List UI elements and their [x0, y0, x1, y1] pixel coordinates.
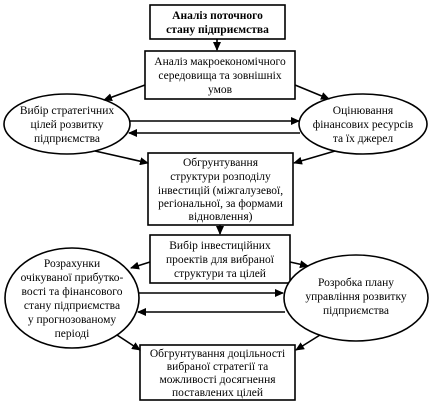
arrow-n2-n4: [294, 84, 330, 100]
node-financial-resources-line-3: та їх джерел: [333, 133, 394, 145]
node-financial-resources-line-2: фінансових ресурсів: [313, 119, 414, 131]
arrow-n6-n8: [289, 260, 309, 269]
node-strategic-goals: Вибір стратегічних цілей розвитку підпри…: [3, 93, 131, 155]
node-strategic-goals-line-2: цілей розвитку: [30, 119, 103, 131]
node-investment-structure-line-4: регіональної, за формами: [158, 198, 283, 210]
node-macro-analysis: Аналіз макроекономічного середовища та з…: [144, 50, 296, 100]
node-profitability-calc-line-4: стану підприємства: [24, 300, 120, 312]
node-project-selection: Вибір інвестиційних проектів для вибрано…: [149, 234, 291, 284]
node-profitability-calc-line-1: Розрахунки: [44, 258, 100, 270]
node-project-selection-line-3: структури та цілей: [174, 268, 266, 280]
node-investment-structure: Обгрунтування структури розподілу інвест…: [147, 152, 294, 226]
node-strategy-justification-line-3: можливості досягнення: [159, 374, 276, 386]
node-project-selection-line-2: проектів для вибраної: [166, 254, 275, 266]
node-development-plan: Розробка плану управління розвитку підпр…: [283, 254, 429, 342]
node-macro-analysis-line-3: умов: [208, 84, 233, 96]
node-strategy-justification: Обгрунтування доцільності вибраної страт…: [139, 344, 296, 401]
node-development-plan-line-2: управління розвитку: [305, 291, 407, 303]
node-strategic-goals-line-3: підприємства: [34, 133, 100, 145]
node-development-plan-line-3: підприємства: [323, 305, 389, 317]
node-investment-structure-line-1: Обгрунтування: [183, 157, 259, 169]
node-profitability-calc-line-5: у прогнозованому: [28, 314, 116, 326]
node-profitability-calc-line-2: очікуваної прибутко-: [21, 272, 124, 284]
node-investment-structure-line-2: структури розподілу: [170, 171, 271, 183]
node-profitability-calc: Розрахунки очікуваної прибутко- вості та…: [4, 247, 140, 349]
node-profitability-calc-line-3: вості та фінансового: [22, 286, 123, 298]
node-current-state-analysis: Аналіз поточного стану підприємства: [149, 4, 286, 40]
node-financial-resources: Оцінювання фінансових ресурсів та їх дже…: [298, 93, 428, 155]
node-financial-resources-line-1: Оцінювання: [333, 105, 394, 117]
arrow-n4-n5: [293, 150, 336, 165]
arrow-n3-n5: [94, 150, 149, 166]
node-project-selection-line-1: Вибір інвестиційних: [169, 240, 271, 252]
connectors: [94, 39, 336, 351]
arrow-n8-n9: [295, 334, 321, 351]
node-strategic-goals-line-1: Вибір стратегічних: [20, 105, 114, 117]
node-investment-structure-line-5: відновлення): [189, 211, 253, 223]
node-investment-structure-line-3: інвестицій (міжгалузевої,: [158, 185, 283, 197]
node-development-plan-line-1: Розробка плану: [318, 277, 394, 289]
node-strategy-justification-line-4: поставлених цілей: [172, 387, 263, 399]
arrow-n2-n3: [103, 84, 146, 102]
arrow-n7-n9: [116, 334, 141, 351]
node-profitability-calc-line-6: періоді: [55, 328, 90, 340]
arrow-n6-n7: [130, 261, 151, 270]
node-current-state-analysis-line-1: Аналіз поточного: [172, 10, 263, 22]
node-current-state-analysis-line-2: стану підприємства: [166, 24, 269, 36]
node-strategy-justification-line-1: Обгрунтування доцільності: [150, 348, 285, 360]
node-macro-analysis-line-1: Аналіз макроекономічного: [154, 56, 286, 68]
node-strategy-justification-line-2: вибраної стратегії та: [167, 361, 268, 373]
node-macro-analysis-line-2: середовища та зовнішніх: [158, 70, 281, 82]
